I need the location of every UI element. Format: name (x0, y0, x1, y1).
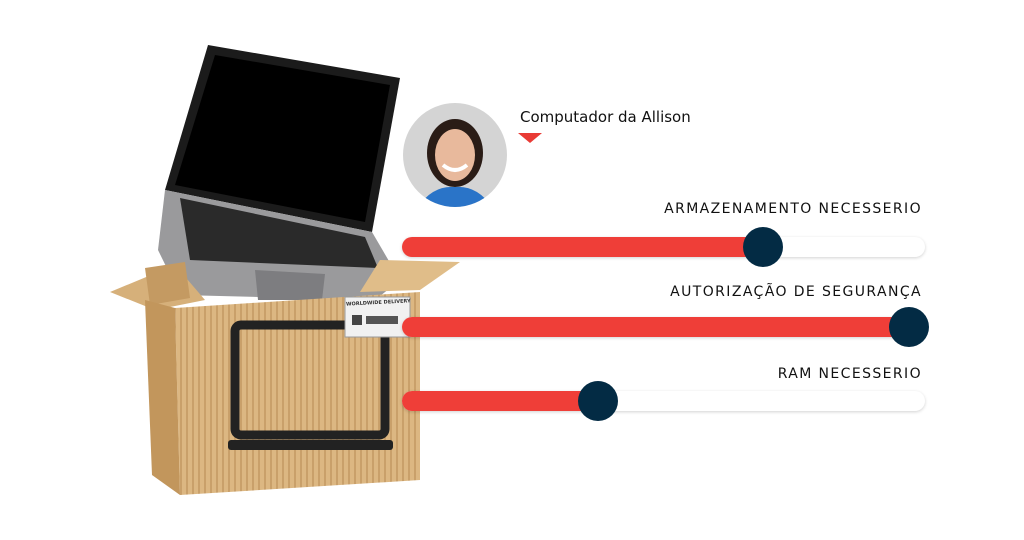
slider-label-storage: ARMAZENAMENTO NECESSERIO (664, 201, 922, 217)
slider-fill (402, 391, 599, 411)
slider-label-ram: RAM NECESSERIO (777, 366, 922, 382)
caret-down-icon (518, 133, 542, 143)
slider-handle[interactable] (889, 307, 930, 347)
box (145, 292, 420, 495)
avatar (403, 103, 507, 207)
box-flap-right (360, 260, 460, 292)
slider-fill (402, 317, 910, 337)
slider-storage[interactable] (402, 227, 925, 267)
laptop-keyboard (158, 190, 400, 300)
computer-owner-label: Computador da Allison (520, 108, 691, 126)
slider-label-security: AUTORIZAÇÃO DE SEGURANÇA (670, 284, 922, 300)
slider-security[interactable] (402, 307, 930, 347)
slider-ram[interactable] (402, 381, 925, 421)
slider-fill (402, 237, 763, 257)
person-photo (418, 119, 492, 207)
laptop-screen (165, 45, 400, 232)
laptop-in-box-illustration (110, 45, 460, 495)
slider-handle[interactable] (578, 381, 619, 421)
slider-handle[interactable] (742, 227, 783, 267)
